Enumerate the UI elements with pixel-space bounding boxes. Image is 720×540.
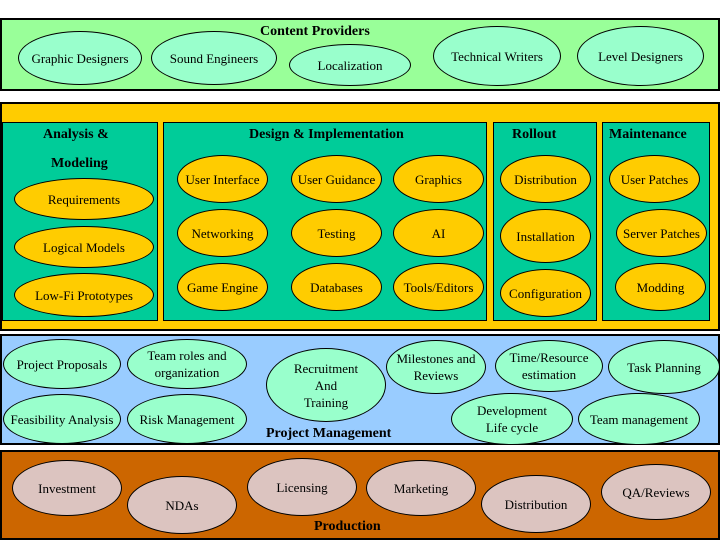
node-marketing[interactable]: Marketing: [366, 460, 476, 516]
node-risk-management[interactable]: Risk Management: [127, 394, 247, 444]
node-feasibility-analysis[interactable]: Feasibility Analysis: [3, 394, 121, 444]
node-team-management[interactable]: Team management: [578, 393, 700, 445]
phase-design-implementation: Design & Implementation User Interface U…: [163, 122, 487, 321]
node-qa-reviews[interactable]: QA/Reviews: [601, 464, 711, 520]
node-user-patches[interactable]: User Patches: [609, 155, 700, 203]
node-task-planning[interactable]: Task Planning: [608, 340, 720, 394]
node-testing[interactable]: Testing: [291, 209, 382, 257]
maintenance-title: Maintenance: [609, 127, 687, 142]
node-requirements[interactable]: Requirements: [14, 178, 154, 220]
production-title: Production: [314, 519, 381, 534]
lifecycle-panel: Analysis & Modeling Requirements Logical…: [0, 102, 720, 331]
node-licensing[interactable]: Licensing: [247, 458, 357, 516]
node-logical-models[interactable]: Logical Models: [14, 226, 154, 268]
node-milestones-reviews[interactable]: Milestones and Reviews: [386, 340, 486, 394]
node-ai[interactable]: AI: [393, 209, 484, 257]
phase-rollout: Rollout Distribution Installation Config…: [493, 122, 597, 321]
node-development-life-cycle[interactable]: Development Life cycle: [451, 393, 573, 445]
node-user-guidance[interactable]: User Guidance: [291, 155, 382, 203]
node-team-roles[interactable]: Team roles and organization: [127, 339, 247, 389]
project-management-panel: Project Management Project Proposals Tea…: [0, 334, 720, 445]
node-graphic-designers[interactable]: Graphic Designers: [18, 31, 142, 85]
node-graphics[interactable]: Graphics: [393, 155, 484, 203]
design-title: Design & Implementation: [249, 127, 404, 142]
analysis-title-line1: Analysis &: [43, 127, 109, 142]
node-modding[interactable]: Modding: [615, 263, 706, 311]
phase-analysis-modeling: Analysis & Modeling Requirements Logical…: [2, 122, 158, 321]
node-sound-engineers[interactable]: Sound Engineers: [151, 31, 277, 85]
node-localization[interactable]: Localization: [289, 44, 411, 86]
content-providers-panel: Content Providers Graphic Designers Soun…: [0, 18, 720, 91]
node-server-patches[interactable]: Server Patches: [616, 209, 707, 257]
node-project-proposals[interactable]: Project Proposals: [3, 339, 121, 389]
analysis-title-line2: Modeling: [51, 156, 108, 171]
project-management-title: Project Management: [266, 426, 392, 441]
node-low-fi-prototypes[interactable]: Low-Fi Prototypes: [14, 273, 154, 317]
node-installation[interactable]: Installation: [500, 209, 591, 263]
node-level-designers[interactable]: Level Designers: [577, 26, 704, 86]
node-user-interface[interactable]: User Interface: [177, 155, 268, 203]
node-tools-editors[interactable]: Tools/Editors: [393, 263, 484, 311]
node-configuration[interactable]: Configuration: [500, 269, 591, 317]
content-providers-title: Content Providers: [260, 24, 370, 39]
node-technical-writers[interactable]: Technical Writers: [433, 26, 561, 86]
node-ndas[interactable]: NDAs: [127, 476, 237, 534]
production-panel: Production Investment NDAs Licensing Mar…: [0, 450, 720, 540]
node-networking[interactable]: Networking: [177, 209, 268, 257]
node-recruitment-training[interactable]: Recruitment And Training: [266, 348, 386, 422]
node-investment[interactable]: Investment: [12, 460, 122, 516]
node-distribution[interactable]: Distribution: [500, 155, 591, 203]
rollout-title: Rollout: [512, 127, 557, 142]
node-databases[interactable]: Databases: [291, 263, 382, 311]
node-time-resource[interactable]: Time/Resource estimation: [495, 340, 603, 392]
node-game-engine[interactable]: Game Engine: [177, 263, 268, 311]
node-distribution-production[interactable]: Distribution: [481, 475, 591, 533]
phase-maintenance: Maintenance User Patches Server Patches …: [602, 122, 710, 321]
